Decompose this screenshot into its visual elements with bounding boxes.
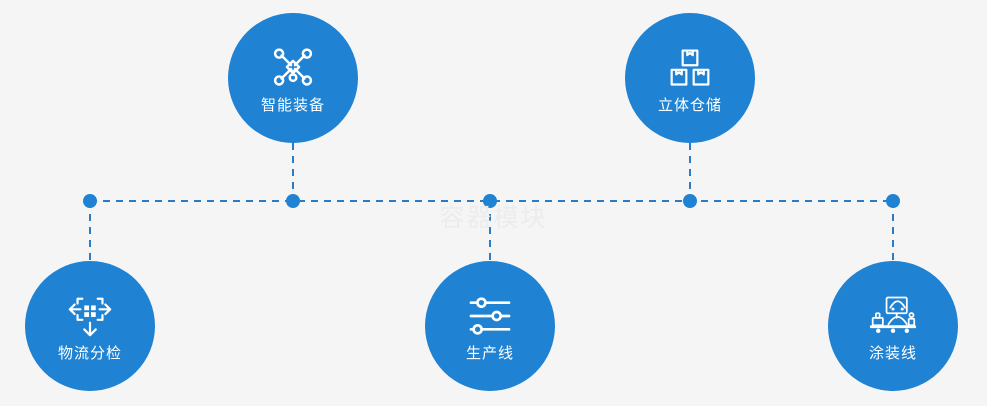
node-warehouse[interactable]: 立体仓储: [625, 13, 755, 143]
junction-dot-sorting[interactable]: [83, 194, 97, 208]
smart-equipment-network-icon: [269, 44, 317, 92]
junction-dot-warehouse[interactable]: [683, 194, 697, 208]
node-label-sorting: 物流分检: [57, 344, 122, 362]
node-equipment[interactable]: 智能装备: [228, 13, 358, 143]
logistics-sorting-icon: [66, 292, 114, 340]
junction-dot-production-line[interactable]: [483, 194, 497, 208]
node-paint-line[interactable]: 涂装线: [828, 261, 958, 391]
node-production-line[interactable]: 生产线: [425, 261, 555, 391]
junction-dot-equipment[interactable]: [286, 194, 300, 208]
node-label-production-line: 生产线: [465, 344, 514, 362]
paint-booth-icon: [869, 292, 917, 340]
junction-dot-paint-line[interactable]: [886, 194, 900, 208]
node-label-equipment: 智能装备: [260, 96, 325, 114]
stacked-boxes-icon: [666, 44, 714, 92]
node-sorting[interactable]: 物流分检: [25, 261, 155, 391]
sliders-icon: [466, 292, 514, 340]
node-label-warehouse: 立体仓储: [657, 96, 722, 114]
node-label-paint-line: 涂装线: [868, 344, 917, 362]
